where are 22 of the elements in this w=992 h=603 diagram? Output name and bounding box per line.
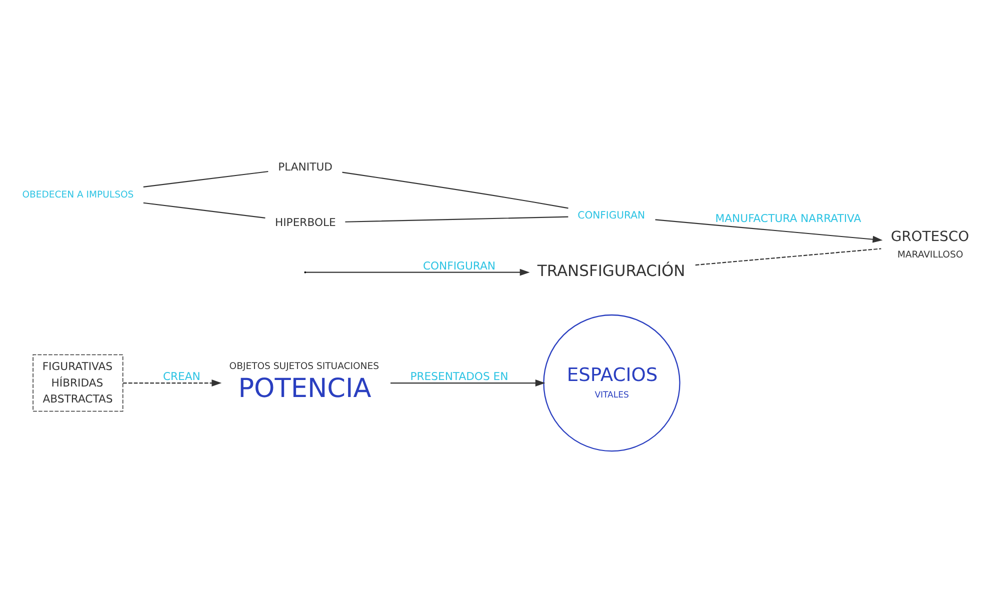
node-text: OBJETOS SUJETOS SITUACIONES POTENCIA <box>229 360 380 404</box>
connector <box>342 171 568 208</box>
connector <box>695 248 882 266</box>
node-text: TRANSFIGURACIÓN <box>537 262 686 280</box>
edge-label: PRESENTADOS EN <box>410 370 508 383</box>
node-text: GROTESCO MARAVILLOSO <box>890 228 970 260</box>
node-text: OBEDECEN A IMPULSOS <box>22 189 134 200</box>
arrow <box>306 268 530 276</box>
edge-label: CONFIGURAN <box>422 258 496 272</box>
edge-label: CREAN <box>162 370 200 383</box>
edge-label: MANUFACTURA NARRATIVA <box>715 212 862 225</box>
arrow <box>390 379 546 386</box>
node-box: FIGURATIVAS HÍBRIDAS ABSTRACTAS <box>32 354 124 412</box>
connector <box>345 216 568 222</box>
connector <box>143 170 268 187</box>
node-text: CONFIGURAN <box>578 210 645 221</box>
node-circle: ESPACIOS VITALES <box>543 314 680 452</box>
arrow <box>123 379 222 386</box>
node-text: HIPERBOLE <box>274 216 336 229</box>
arrow <box>655 218 883 242</box>
node-text: PLANITUD <box>278 160 332 173</box>
connector <box>143 202 266 218</box>
